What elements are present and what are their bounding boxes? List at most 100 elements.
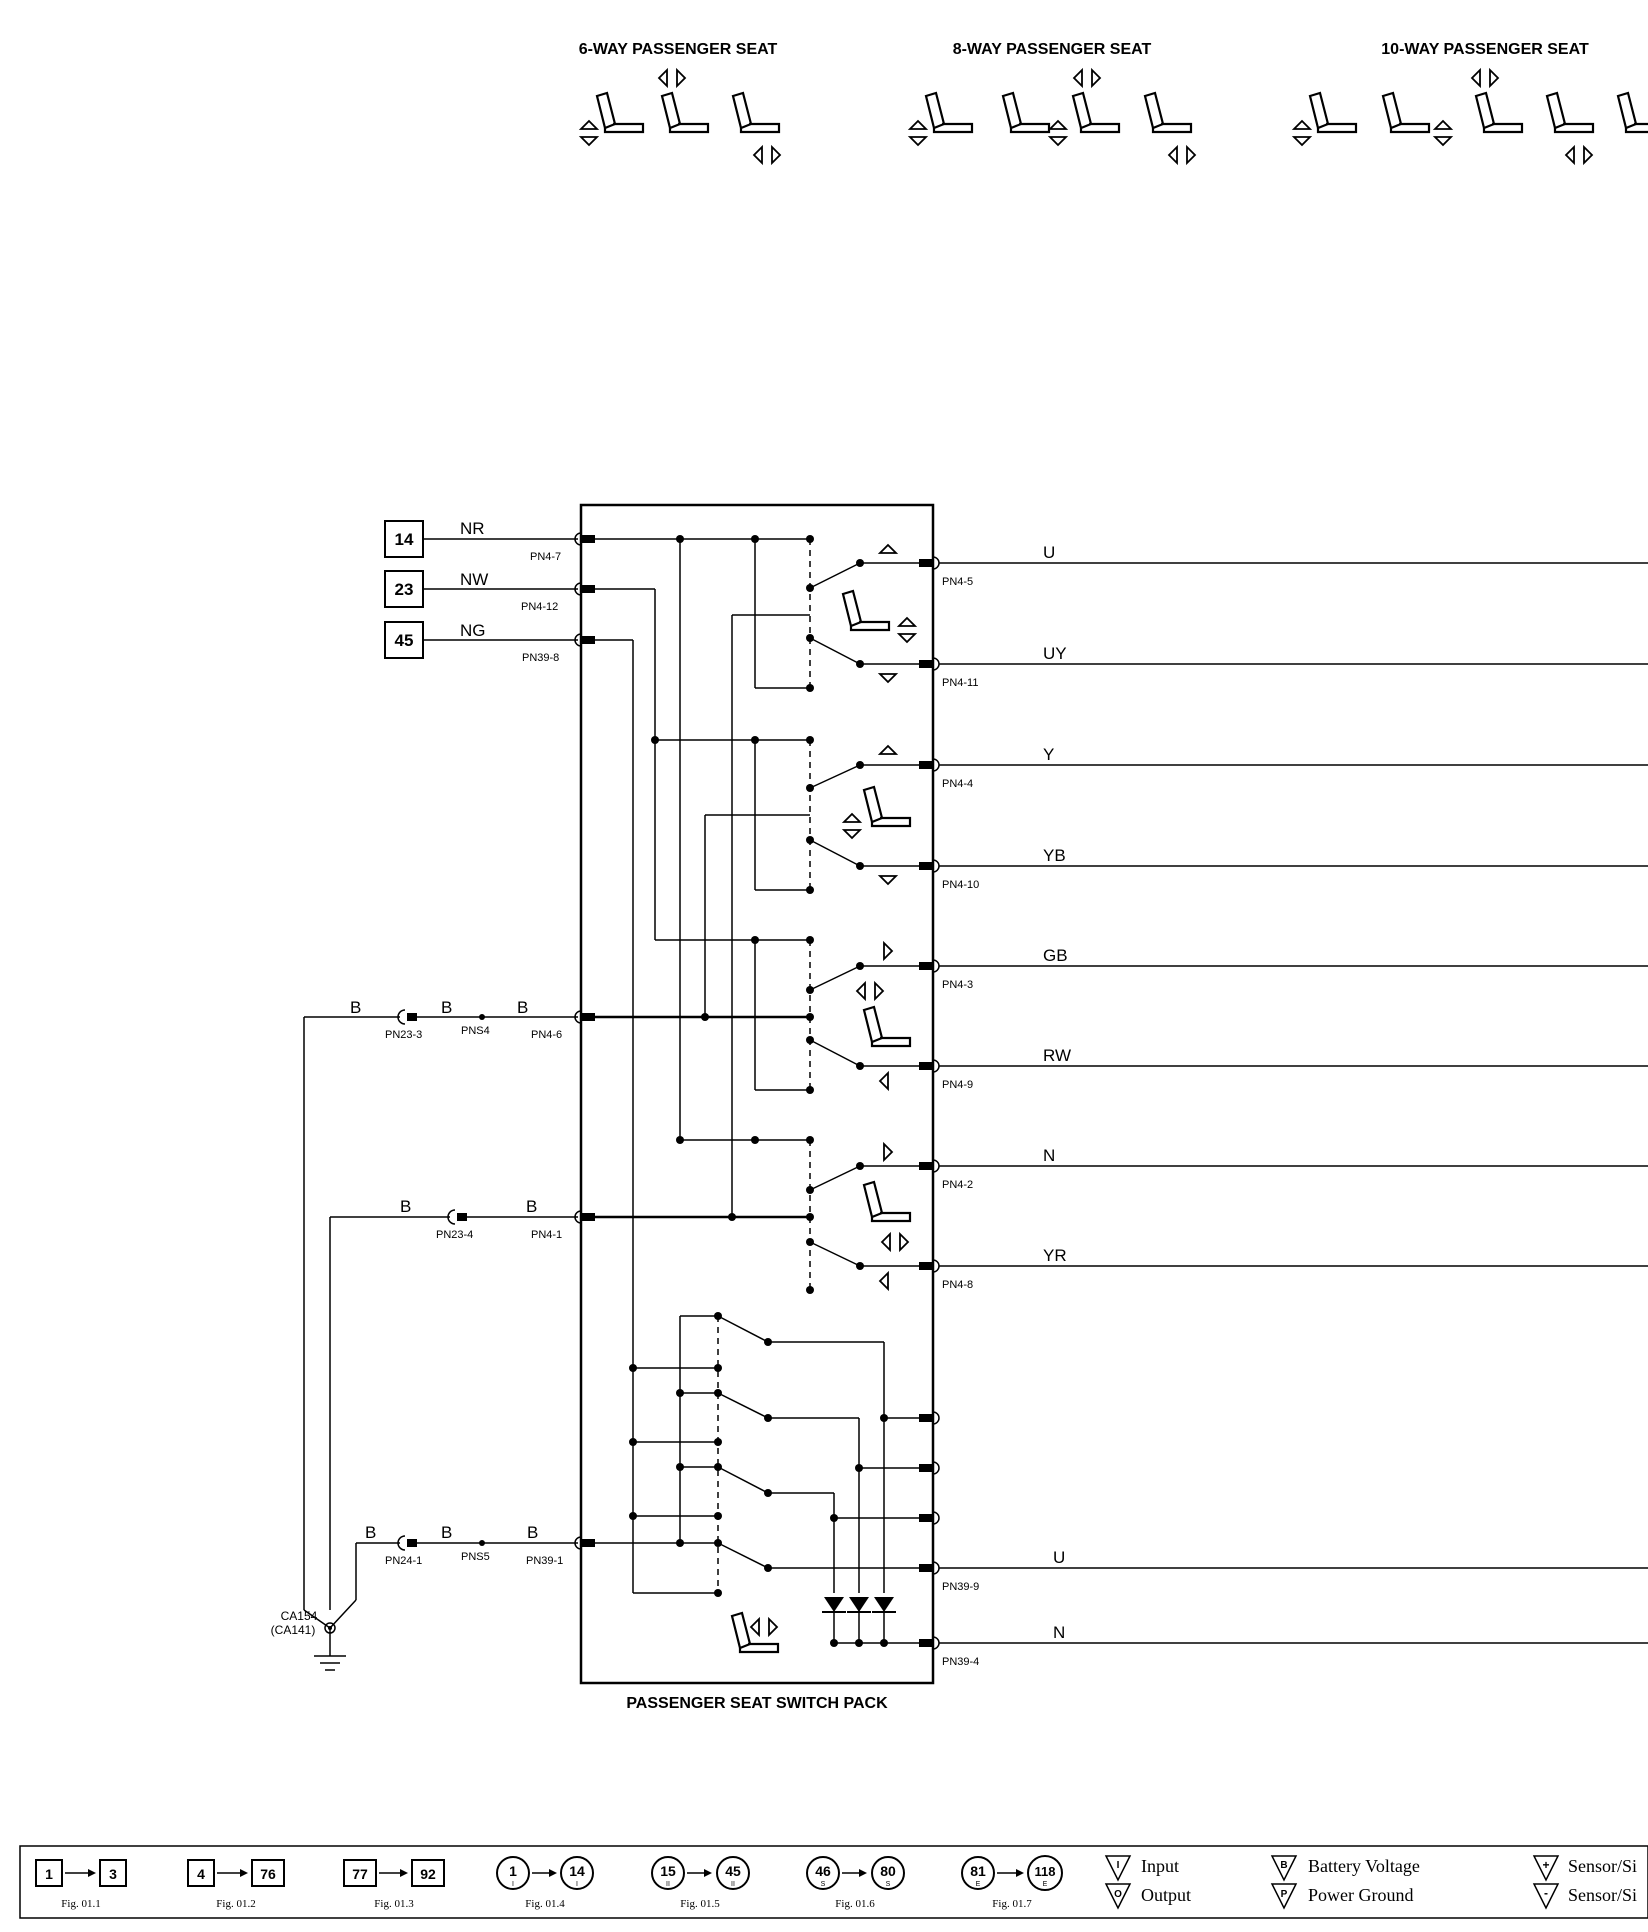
pin-label: PN4-1 <box>531 1229 562 1241</box>
wire-color-label: Y <box>1043 745 1054 764</box>
wire-color-label: N <box>1043 1146 1055 1165</box>
updown-arrow-icon <box>1435 121 1451 145</box>
seat-icon <box>841 589 891 632</box>
pin-label: PN39-8 <box>522 652 559 664</box>
svg-text:80: 80 <box>880 1863 896 1879</box>
six-way-seat-title: 6-WAY PASSENGER SEAT <box>579 41 778 58</box>
legend-ref-fig-01-7: 81 E 118 E Fig. 01.7 <box>961 1855 1063 1910</box>
svg-text:76: 76 <box>260 1866 276 1882</box>
pin-label: PN4-5 <box>942 576 973 588</box>
svg-text:B: B <box>1280 1860 1287 1871</box>
leftright-arrow-icon <box>882 1234 908 1250</box>
down-arrow-icon <box>879 875 897 885</box>
pin-label: PNS5 <box>461 1551 490 1563</box>
ground-wire-labels: B B B PN23-3 PNS4 PN4-6 B B PN23-4 PN4-1… <box>271 998 564 1637</box>
seat-icon <box>1616 91 1648 134</box>
wire-color-label: B <box>350 998 361 1017</box>
svg-text:46: 46 <box>815 1863 831 1879</box>
wire-color-label: B <box>365 1523 376 1542</box>
ground-point-icon <box>324 1622 336 1634</box>
svg-text:77: 77 <box>352 1866 368 1882</box>
output-wires <box>939 562 1648 1644</box>
svg-text:-: - <box>1544 1886 1548 1900</box>
source-ref-box <box>384 570 424 608</box>
pin-label: PN4-7 <box>530 551 561 563</box>
legend-input-symbol: I Input <box>1104 1855 1179 1882</box>
pin-label: PN4-6 <box>531 1029 562 1041</box>
source-ref-box <box>384 621 424 659</box>
leftright-arrow-icon <box>857 983 883 999</box>
source-ref-number: 45 <box>395 631 414 650</box>
left-terminals <box>574 532 595 1550</box>
svg-text:I: I <box>1117 1860 1120 1871</box>
svg-text:14: 14 <box>569 1863 585 1879</box>
seat-icon <box>660 91 710 134</box>
input-wire-labels: NR PN4-7 NW PN4-12 NG PN39-8 <box>460 519 561 664</box>
seat-icon <box>1381 91 1431 134</box>
updown-arrow-icon <box>910 121 926 145</box>
wire-color-label: B <box>400 1197 411 1216</box>
leftright-arrow-icon <box>1472 70 1498 86</box>
right-arrow-icon <box>883 1143 893 1161</box>
diode-icon <box>849 1597 869 1612</box>
wire-color-label: N <box>1053 1623 1065 1642</box>
updown-arrow-icon <box>899 618 915 642</box>
svg-text:O: O <box>1114 1889 1122 1900</box>
source-ref-box <box>384 520 424 558</box>
legend-ground-symbol: P Power Ground <box>1270 1883 1414 1910</box>
junction-dots <box>629 535 888 1647</box>
svg-text:Fig. 01.2: Fig. 01.2 <box>216 1898 255 1910</box>
ground-connectors <box>324 1009 485 1634</box>
leftright-arrow-icon <box>754 147 780 163</box>
svg-text:Sensor/Si: Sensor/Si <box>1568 1885 1637 1905</box>
down-arrow-icon <box>879 673 897 683</box>
updown-arrow-icon <box>581 121 597 145</box>
wire-color-label: YR <box>1043 1246 1067 1265</box>
updown-arrow-icon <box>1294 121 1310 145</box>
legend-ref-fig-01-6: 46 S 80 S Fig. 01.6 <box>806 1856 905 1910</box>
wire-color-label: NG <box>460 621 486 640</box>
svg-text:II: II <box>666 1881 670 1888</box>
leftright-arrow-icon <box>1169 147 1195 163</box>
seat-headers: 6-WAY PASSENGER SEAT 8-WAY PASSENGER SEA… <box>579 41 1648 163</box>
wire-color-label: B <box>441 998 452 1017</box>
switch-pack-label: PASSENGER SEAT SWITCH PACK <box>626 1695 888 1712</box>
seat-icon <box>1545 91 1595 134</box>
up-arrow-icon <box>879 544 897 554</box>
leftright-arrow-icon <box>1566 147 1592 163</box>
legend-battery-symbol: B Battery Voltage <box>1270 1855 1420 1882</box>
input-wires <box>423 538 578 641</box>
pin-label: PN4-12 <box>521 601 558 613</box>
svg-text:Fig. 01.4: Fig. 01.4 <box>525 1898 565 1910</box>
svg-text:Fig. 01.1: Fig. 01.1 <box>61 1898 100 1910</box>
wire-color-label: U <box>1053 1548 1065 1567</box>
svg-text:15: 15 <box>660 1863 676 1879</box>
seat-icon <box>595 91 645 134</box>
leftright-arrow-icon <box>751 1619 777 1635</box>
internal-wiring <box>595 538 930 1644</box>
eight-way-seat-icons <box>910 70 1195 163</box>
svg-text:I: I <box>576 1881 578 1888</box>
legend-ref-fig-01-2: 4 76 Fig. 01.2 <box>187 1859 285 1910</box>
svg-text:1: 1 <box>509 1863 517 1879</box>
switch-pack-box <box>579 503 935 1685</box>
legend-ref-fig-01-1: 1 3 Fig. 01.1 <box>35 1859 127 1910</box>
seat-icon <box>731 91 781 134</box>
svg-text:Power Ground: Power Ground <box>1308 1885 1414 1905</box>
pin-label: PN39-4 <box>942 1656 979 1668</box>
left-arrow-icon <box>879 1272 889 1290</box>
updown-arrow-icon <box>1050 121 1066 145</box>
seat-icon <box>862 1180 912 1223</box>
diode-icon <box>874 1597 894 1612</box>
legend-output-symbol: O Output <box>1104 1883 1191 1910</box>
ten-way-seat-title: 10-WAY PASSENGER SEAT <box>1381 41 1589 58</box>
pin-label: PN4-9 <box>942 1079 973 1091</box>
seat-icon <box>862 1005 912 1048</box>
svg-text:P: P <box>1281 1889 1288 1900</box>
wire-color-label: NR <box>460 519 485 538</box>
svg-text:Fig. 01.3: Fig. 01.3 <box>374 1898 414 1910</box>
leftright-arrow-icon <box>1074 70 1100 86</box>
pin-label: PN39-1 <box>526 1555 563 1567</box>
right-arrow-icon <box>883 942 893 960</box>
wire-color-label: RW <box>1043 1046 1071 1065</box>
